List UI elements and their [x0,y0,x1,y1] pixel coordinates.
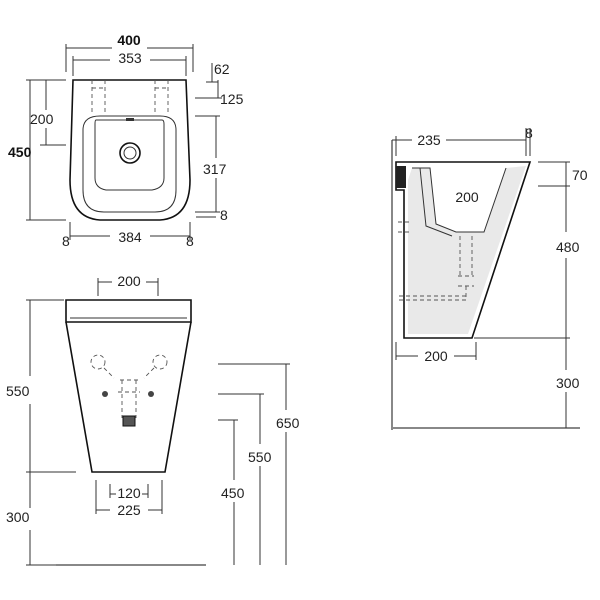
plan-dim-400-line [65,44,194,72]
plan-dim-353: 353 [118,50,142,66]
front-hidden-hole-right [152,354,168,370]
front-bolt-left [102,391,108,397]
front-dim-120: 120 [117,485,141,501]
plan-hidden-right [154,80,169,115]
front-dim-left-line [26,299,76,566]
front-dim-225-line [95,480,163,514]
side-view: 235 8 200 70 480 300 200 [391,125,588,430]
front-body [65,321,192,473]
side-dim-300: 300 [556,375,580,391]
plan-basin [82,115,177,213]
front-hidden-links [103,367,155,379]
side-dim-70-line [538,161,570,187]
front-dim-550b: 550 [248,449,272,465]
plan-dim-384-line [69,222,191,240]
front-dim-450-line [218,419,238,565]
side-shading [408,166,526,334]
plan-dim-384: 384 [118,229,142,245]
plan-dim-317: 317 [203,161,227,177]
side-dim-480-line [474,186,570,339]
side-dim-480: 480 [556,239,580,255]
side-wall-bracket [396,166,406,188]
front-dim-200-line [97,278,159,296]
front-dim-650-line [218,363,290,565]
front-dim-200: 200 [117,273,141,289]
side-dim-200: 200 [455,189,479,205]
side-dim-200b-line [395,342,477,360]
plan-dim-8-front: 8 [220,207,228,223]
plan-outline [69,79,191,221]
side-outline [395,161,532,339]
plan-drain [119,142,141,164]
plan-dim-62-line [195,63,222,99]
plan-dim-8-right: 8 [186,233,194,249]
side-dim-8: 8 [525,125,533,141]
side-dim-70: 70 [572,167,588,183]
plan-bowl [94,119,165,191]
plan-dim-200: 200 [30,111,54,127]
plan-hidden-left [91,80,106,115]
side-hidden-wall-pipe [398,221,412,233]
front-view: 200 120 225 550 300 650 550 450 [6,273,300,566]
plan-dim-8-left: 8 [62,233,70,249]
front-drain-outlet [122,415,136,427]
plan-dim-200-line [40,80,66,146]
plan-dim-400: 400 [117,32,141,48]
front-hidden-hole-left [90,354,106,370]
front-dim-450: 450 [221,485,245,501]
front-dim-550: 550 [6,383,30,399]
plan-dim-125: 125 [220,91,244,107]
front-hidden-pipe [118,379,140,418]
side-dim-235: 235 [417,132,441,148]
side-dim-235-line [392,128,527,156]
plan-dim-62: 62 [214,61,230,77]
plan-drain-inner [123,146,137,160]
plan-dim-353-line [72,56,187,76]
plan-view: 400 353 450 200 62 125 317 8 384 8 8 [8,32,244,249]
front-bolt-right [148,391,154,397]
front-dim-120-line [109,484,149,498]
plan-dim-450: 450 [8,144,32,160]
front-dim-550b-line [218,393,264,565]
front-dim-225: 225 [117,502,141,518]
side-dim-200b: 200 [424,348,448,364]
side-hidden-trap [398,236,474,301]
plan-overflow [126,118,134,121]
front-dim-300: 300 [6,509,30,525]
side-bowl-wall [419,167,453,237]
plan-dim-317-line [195,115,220,218]
front-dim-650: 650 [276,415,300,431]
front-top-slab [65,299,192,323]
side-bowl-inner [412,167,507,233]
